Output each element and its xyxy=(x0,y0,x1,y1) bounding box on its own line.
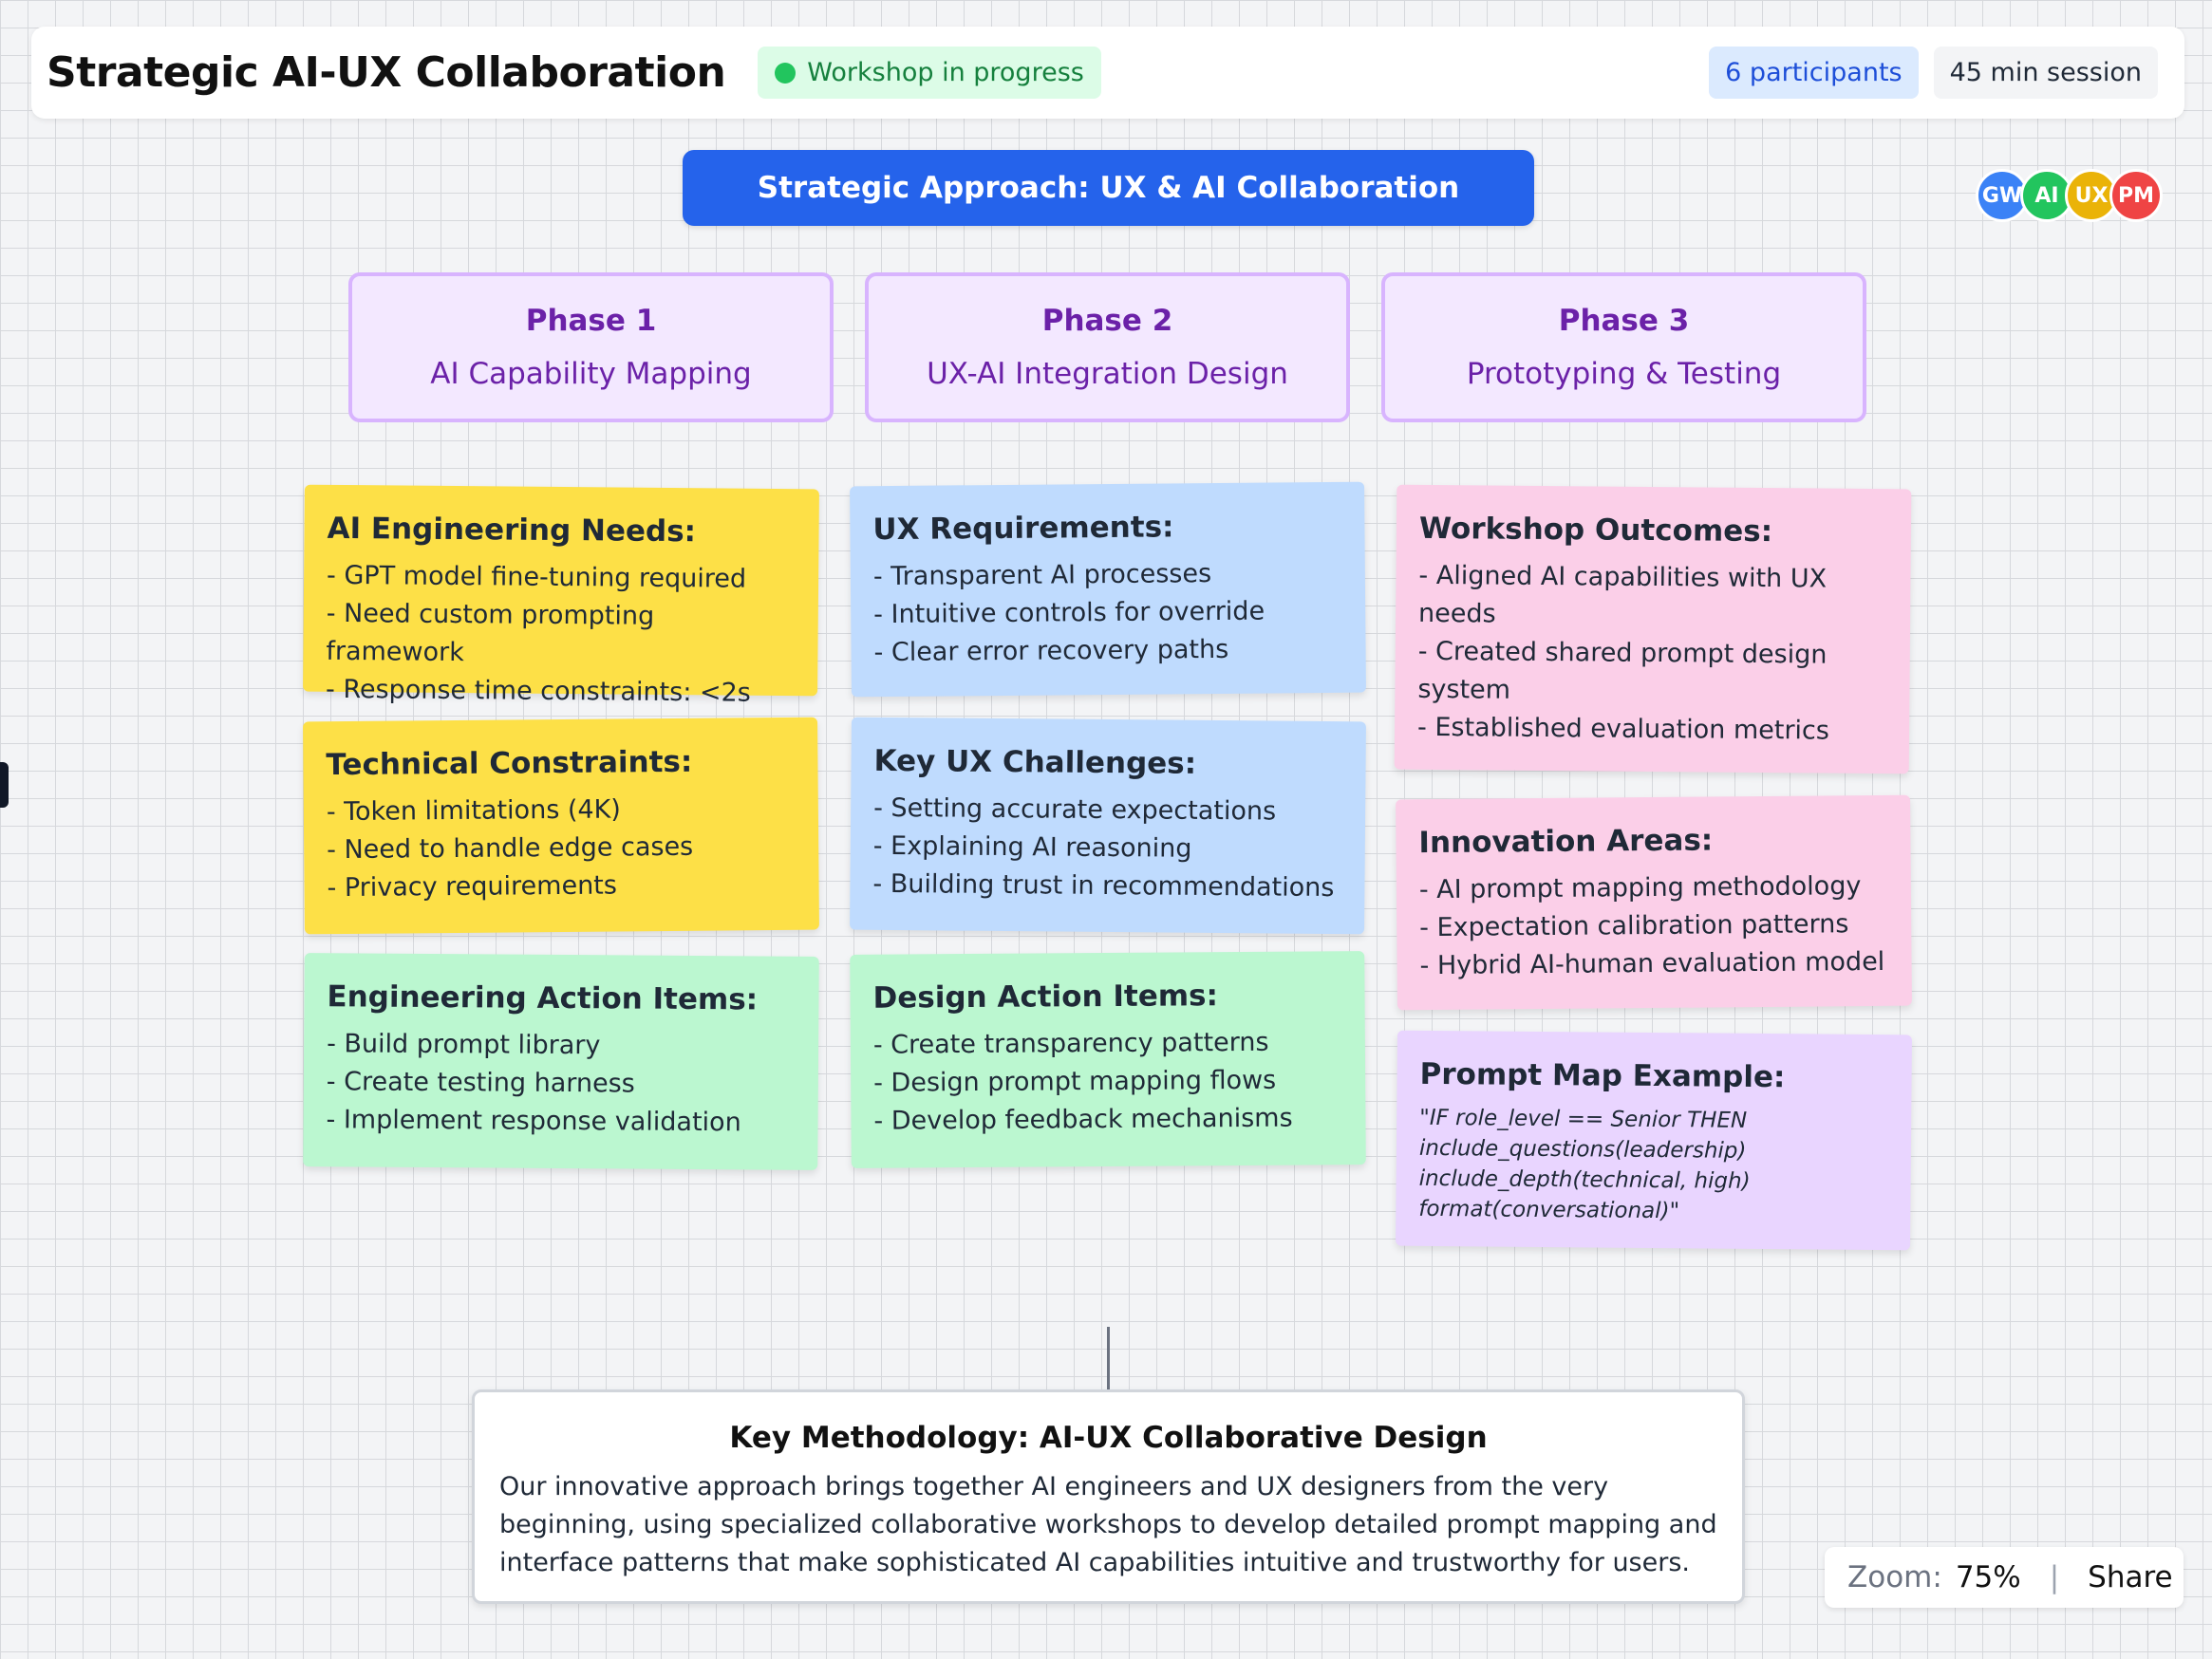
note-title: Workshop Outcomes: xyxy=(1418,511,1773,550)
zoom-label: Zoom: xyxy=(1847,1560,1942,1594)
toolbar-divider: | xyxy=(2049,1560,2060,1594)
phase-name: Prototyping & Testing xyxy=(1466,357,1782,391)
sticky-note-ux-requirements[interactable]: UX Requirements: - Transparent AI proces… xyxy=(850,481,1366,698)
list-item: - Setting accurate expectations xyxy=(873,792,1277,827)
participants-badge[interactable]: 6 participants xyxy=(1709,47,1919,99)
note-list: - Token limitations (4K) - Need to handl… xyxy=(327,790,797,907)
status-badge: Workshop in progress xyxy=(758,47,1101,99)
list-item: - AI prompt mapping methodology xyxy=(1418,871,1862,905)
note-list: - Create transparency patterns - Design … xyxy=(873,1023,1343,1140)
note-list: - GPT model fine-tuning required - Need … xyxy=(326,557,796,713)
phase-name: AI Capability Mapping xyxy=(430,357,752,391)
zoom-toolbar: Zoom: 75% | Share xyxy=(1825,1547,2184,1608)
note-title: Technical Constraints: xyxy=(326,744,693,783)
sticky-note-engineering-action-items[interactable]: Engineering Action Items: - Build prompt… xyxy=(303,953,819,1170)
phase-name: UX-AI Integration Design xyxy=(927,357,1288,391)
session-duration-badge: 45 min session xyxy=(1933,47,2158,99)
sticky-note-key-ux-challenges[interactable]: Key UX Challenges: - Setting accurate ex… xyxy=(850,717,1366,935)
list-item: - Develop feedback mechanisms xyxy=(873,1103,1293,1136)
note-title: Key UX Challenges: xyxy=(873,743,1197,781)
prompt-code-line: include_questions(leadership) xyxy=(1418,1135,1747,1164)
note-title: UX Requirements: xyxy=(872,510,1174,548)
status-text: Workshop in progress xyxy=(807,58,1084,87)
list-item: - Need to handle edge cases xyxy=(327,831,694,866)
prompt-code-line: format(conversational)" xyxy=(1418,1196,1680,1224)
sticky-note-innovation-areas[interactable]: Innovation Areas: - AI prompt mapping me… xyxy=(1396,794,1912,1011)
note-title: Innovation Areas: xyxy=(1418,823,1714,861)
note-list: - Build prompt library - Create testing … xyxy=(326,1025,796,1142)
list-item: - Build prompt library xyxy=(327,1029,601,1061)
share-button[interactable]: Share xyxy=(2088,1560,2173,1594)
methodology-title: Key Methodology: AI-UX Collaborative Des… xyxy=(729,1421,1488,1455)
board-title: Strategic AI-UX Collaboration xyxy=(47,48,726,97)
sticky-note-design-action-items[interactable]: Design Action Items: - Create transparen… xyxy=(850,951,1366,1168)
list-item: - Privacy requirements xyxy=(327,870,618,904)
phase-2-card[interactable]: Phase 2 UX-AI Integration Design xyxy=(865,272,1350,422)
list-item: - Implement response validation xyxy=(326,1105,741,1138)
list-item: - Token limitations (4K) xyxy=(326,794,621,828)
workshop-header: Strategic AI-UX Collaboration Workshop i… xyxy=(31,27,2184,119)
list-item: - Expectation calibration patterns xyxy=(1419,909,1849,943)
sticky-note-ai-engineering-needs[interactable]: AI Engineering Needs: - GPT model fine-t… xyxy=(303,484,819,708)
note-title: Engineering Action Items: xyxy=(327,979,759,1017)
list-item: - Building trust in recommendations xyxy=(872,868,1335,904)
live-status-dot-icon xyxy=(775,62,797,84)
list-item: - Established evaluation metrics xyxy=(1416,712,1830,746)
sticky-note-technical-constraints[interactable]: Technical Constraints: - Token limitatio… xyxy=(303,717,819,935)
list-item: - Hybrid AI-human evaluation model xyxy=(1419,946,1885,981)
list-item: - Need custom prompting framework xyxy=(326,598,655,668)
note-list: - Setting accurate expectations - Explai… xyxy=(872,790,1342,907)
phase-3-card[interactable]: Phase 3 Prototyping & Testing xyxy=(1381,272,1866,422)
note-list: - AI prompt mapping methodology - Expect… xyxy=(1419,867,1889,985)
list-item: - Design prompt mapping flows xyxy=(873,1065,1277,1098)
methodology-card[interactable]: Key Methodology: AI-UX Collaborative Des… xyxy=(472,1389,1745,1604)
note-title: Prompt Map Example: xyxy=(1419,1056,1786,1095)
phase-number: Phase 1 xyxy=(525,304,657,338)
canvas-edge-handle[interactable] xyxy=(0,762,9,808)
list-item: - Aligned AI capabilities with UX needs xyxy=(1418,560,1828,629)
list-item: - Response time constraints: <2s xyxy=(325,674,751,708)
sticky-note-workshop-outcomes[interactable]: Workshop Outcomes: - Aligned AI capabili… xyxy=(1394,484,1912,774)
list-item: - Created shared prompt design system xyxy=(1417,636,1828,705)
phase-1-card[interactable]: Phase 1 AI Capability Mapping xyxy=(348,272,834,422)
phase-number: Phase 2 xyxy=(1041,304,1173,338)
list-item: - Create testing harness xyxy=(326,1067,635,1099)
phase-number: Phase 3 xyxy=(1558,304,1690,338)
strategic-approach-banner[interactable]: Strategic Approach: UX & AI Collaboratio… xyxy=(683,150,1534,226)
list-item: - Intuitive controls for override xyxy=(873,596,1265,630)
list-item: - Create transparency patterns xyxy=(872,1027,1269,1060)
avatar-pm[interactable]: PM xyxy=(2109,169,2163,222)
note-list: - Aligned AI capabilities with UX needs … xyxy=(1417,557,1888,751)
list-item: - Clear error recovery paths xyxy=(873,634,1229,668)
prompt-code-line: "IF role_level == Senior THEN xyxy=(1419,1105,1748,1133)
prompt-code-line: include_depth(technical, high) xyxy=(1418,1165,1751,1194)
list-item: - GPT model fine-tuning required xyxy=(326,560,747,594)
methodology-description: Our innovative approach brings together … xyxy=(499,1472,1717,1577)
avatar-gw[interactable]: GW xyxy=(1976,169,2029,222)
note-title: AI Engineering Needs: xyxy=(327,511,697,550)
note-title: Design Action Items: xyxy=(872,979,1219,1016)
list-item: - Explaining AI reasoning xyxy=(872,830,1192,864)
connector-line xyxy=(1107,1327,1110,1389)
zoom-level[interactable]: 75% xyxy=(1955,1560,2021,1594)
note-list: - Transparent AI processes - Intuitive c… xyxy=(873,554,1343,672)
sticky-note-prompt-map-example[interactable]: Prompt Map Example: "IF role_level == Se… xyxy=(1396,1030,1912,1251)
list-item: - Transparent AI processes xyxy=(872,559,1212,592)
avatar-ai[interactable]: AI xyxy=(2020,169,2073,222)
